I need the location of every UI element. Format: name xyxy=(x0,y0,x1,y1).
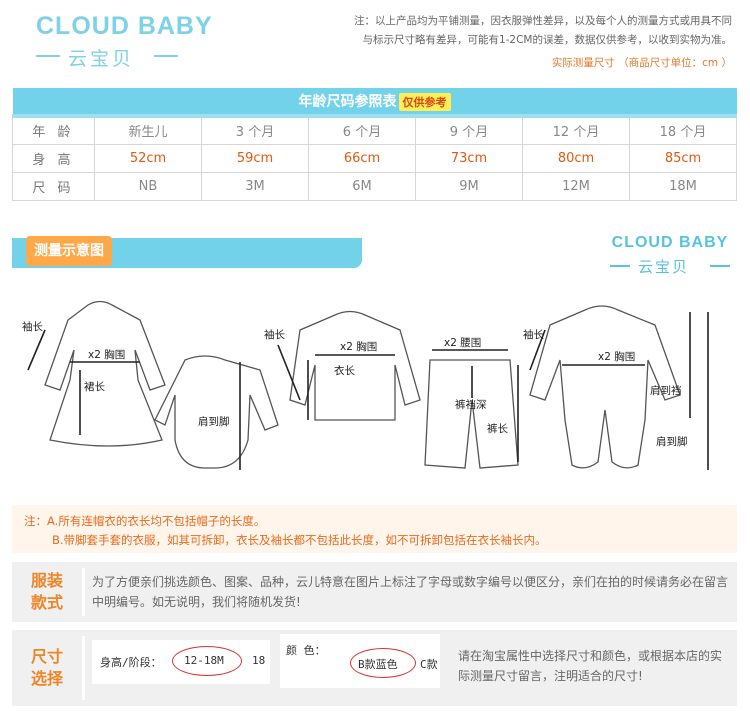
table-cell: 3 个月 xyxy=(201,115,309,145)
table-row-height: 身 高 52cm 59cm 66cm 73cm 80cm 85cm xyxy=(12,143,737,173)
size-panel-label: 尺寸 选择 xyxy=(12,630,82,706)
row-label-size: 尺 码 xyxy=(12,171,95,201)
color-option-example: 颜 色： B款蓝色 C款 xyxy=(280,634,440,688)
table-cell: 12M xyxy=(522,171,630,201)
highlight-oval xyxy=(172,646,242,676)
highlight-oval xyxy=(350,648,416,678)
label-chest-3: x2 胸围 xyxy=(598,350,635,363)
label-shoulder-foot-1: 肩到脚 xyxy=(198,415,230,428)
table-cell: 80cm xyxy=(522,143,630,173)
label-chest-1: x2 胸围 xyxy=(88,348,125,361)
table-cell: 66cm xyxy=(308,143,416,173)
style-label-line-2: 款式 xyxy=(30,593,63,612)
color-next-value: C款 xyxy=(420,658,438,671)
table-cell: NB xyxy=(94,171,202,201)
table-cell: 18M xyxy=(629,171,737,201)
height-option-example: 身高/阶段： 12-18M 18 xyxy=(92,640,270,684)
label-shoulder-foot-2: 肩到脚 xyxy=(656,435,688,448)
table-cell: 52cm xyxy=(94,143,202,173)
table-cell: 3M xyxy=(201,171,309,201)
row-label-age: 年 龄 xyxy=(12,115,95,145)
table-cell: 9 个月 xyxy=(415,115,523,145)
label-crotch: 裤裆深 xyxy=(455,398,487,411)
label-waist: x2 腰围 xyxy=(444,337,481,349)
size-panel-text: 请在淘宝属性中选择尺寸和颜色，或根据本店的实际测量尺寸留言，注明适合的尺寸! xyxy=(458,649,723,683)
color-label: 颜 色： xyxy=(286,644,326,657)
table-cell: 85cm xyxy=(629,143,737,173)
style-label-line-1: 服装 xyxy=(30,571,63,590)
table-cell: 59cm xyxy=(201,143,309,173)
table-cell: 18 个月 xyxy=(629,115,737,145)
table-cell: 73cm xyxy=(415,143,523,173)
notes-box: 注：A.所有连帽衣的衣长均不包括帽子的长度。 B.带脚套手套的衣服，如其可拆卸，… xyxy=(12,505,737,553)
table-title-text: 年龄尺码参照表 xyxy=(298,94,397,110)
brand-name-cn: 云宝贝 xyxy=(68,48,135,70)
label-chest-2: x2 胸围 xyxy=(340,340,377,353)
table-cell: 6 个月 xyxy=(308,115,416,145)
disclaimer-line-2: 与标示尺寸略有差异，可能有1-2CM的误差，数据仅供参考，以收到实物为准。 xyxy=(362,34,732,46)
panel-divider xyxy=(82,568,85,616)
onesie-outline xyxy=(154,355,279,469)
row-label-height: 身 高 xyxy=(12,143,95,173)
table-cell: 6M xyxy=(308,171,416,201)
table-cell: 12 个月 xyxy=(522,115,630,145)
disclaimer-line-1: 注：以上产品均为平铺测量，因衣服弹性差异，以及每个人的测量方式或用具不同 xyxy=(354,15,732,27)
style-panel-text: 为了方便亲们挑选颜色、图案、品种，云儿特意在图片上标注了字母或数字编号以便区分，… xyxy=(92,575,729,609)
brand-logo-cn: 云宝贝 xyxy=(36,44,186,70)
size-label-line-1: 尺寸 xyxy=(30,647,63,666)
size-select-panel: 尺寸 选择 身高/阶段： 12-18M 18 颜 色： B款蓝色 C款 请在淘宝… xyxy=(12,630,737,706)
measurement-disclaimer: 注：以上产品均为平铺测量，因衣服弹性差异，以及每个人的测量方式或用具不同 与标示… xyxy=(282,12,732,50)
size-label-line-2: 选择 xyxy=(30,669,63,688)
label-sleeve-1: 袖长 xyxy=(22,320,43,333)
unit-label: 实际测量尺寸 （商品尺寸单位：cm ） xyxy=(551,57,732,69)
style-panel: 服装 款式 为了方便亲们挑选颜色、图案、品种，云儿特意在图片上标注了字母或数字编… xyxy=(12,562,737,622)
table-title: 年龄尺码参照表仅供参考 xyxy=(12,88,737,118)
age-size-table: 年龄尺码参照表仅供参考 年 龄 新生儿 3 个月 6 个月 9 个月 12 个月… xyxy=(12,88,737,201)
note-a: 注：A.所有连帽衣的衣长均不包括帽子的长度。 xyxy=(24,514,266,528)
note-b: B.带脚套手套的衣服，如其可拆卸，衣长及袖长都不包括此长度，如不可拆卸包括在衣长… xyxy=(52,533,547,547)
panel-divider xyxy=(82,636,85,700)
section-brand-cn-text: 云宝贝 xyxy=(638,258,690,276)
style-panel-label: 服装 款式 xyxy=(12,562,82,622)
section-brand-en: CLOUD BABY xyxy=(611,234,729,251)
pants-outline xyxy=(424,359,519,469)
label-length: 衣长 xyxy=(334,364,355,377)
reference-only-badge: 仅供参考 xyxy=(398,93,451,111)
footed-onesie-outline xyxy=(529,305,681,469)
section-brand-cn: 云宝贝 xyxy=(610,256,730,276)
label-skirt: 裙长 xyxy=(84,380,105,393)
top-outline xyxy=(289,310,421,421)
height-next-value: 18 xyxy=(252,654,266,667)
label-pants: 裤长 xyxy=(487,422,508,435)
label-shoulder-crotch: 肩到裆 xyxy=(650,384,682,397)
table-cell: 新生儿 xyxy=(94,115,202,145)
brand-logo-en: CLOUD BABY xyxy=(36,12,213,40)
dress-outline xyxy=(44,300,166,447)
measure-section-title: 测量示意图 xyxy=(26,236,112,266)
label-sleeve-3: 袖长 xyxy=(523,328,544,341)
table-row-age: 年 龄 新生儿 3 个月 6 个月 9 个月 12 个月 18 个月 xyxy=(12,115,737,145)
measurement-diagram: 袖长 x2 胸围 裙长 肩到脚 袖长 x2 胸围 衣长 x2 腰围 裤裆深 裤长… xyxy=(22,300,709,470)
table-cell: 9M xyxy=(415,171,523,201)
label-sleeve-2: 袖长 xyxy=(264,328,285,341)
table-row-size: 尺 码 NB 3M 6M 9M 12M 18M xyxy=(12,171,737,201)
height-label: 身高/阶段： xyxy=(100,656,162,669)
